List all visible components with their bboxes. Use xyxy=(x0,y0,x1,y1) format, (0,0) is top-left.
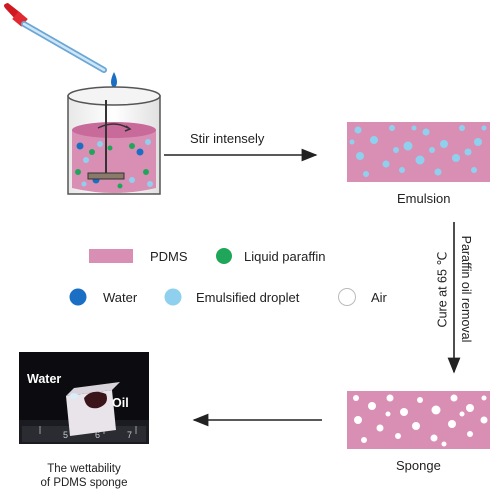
ruler-number: 7 xyxy=(127,430,133,440)
water-drop-icon xyxy=(111,72,117,88)
legend-water-label: Water xyxy=(103,290,138,305)
legend-air-swatch xyxy=(338,288,356,306)
photo-water-label: Water xyxy=(27,372,62,386)
caption-line-1: The wettability xyxy=(47,463,121,475)
step-cure-label: Cure at 65 ℃ xyxy=(435,251,450,328)
legend-paraffin-label: Liquid paraffin xyxy=(244,249,326,264)
legend-emulsified-label: Emulsified droplet xyxy=(196,290,300,305)
legend-emulsified-swatch xyxy=(164,288,182,306)
step-stir-label: Stir intensely xyxy=(190,131,265,146)
step-emulsion-label: Emulsion xyxy=(397,191,451,206)
legend-water-swatch xyxy=(69,288,87,306)
beaker-icon xyxy=(67,86,161,195)
pipette-icon xyxy=(4,3,107,73)
caption-line-2: of PDMS sponge xyxy=(40,477,128,489)
legend-pdms-label: PDMS xyxy=(150,249,188,264)
emulsion-block xyxy=(347,122,490,182)
step-sponge-label: Sponge xyxy=(396,458,441,473)
photo-caption: The wettability of PDMS sponge xyxy=(10,462,158,490)
legend-pdms-swatch xyxy=(89,249,133,263)
legend-air-label: Air xyxy=(371,290,387,305)
photo-oil-label: Oil xyxy=(112,396,129,410)
ruler-number: 6 xyxy=(95,430,101,440)
wettability-photo xyxy=(19,352,149,444)
legend-paraffin-swatch xyxy=(216,248,232,264)
ruler-number: 5 xyxy=(63,430,69,440)
sponge-block xyxy=(347,391,490,449)
step-removal-label: Paraffin oil removal xyxy=(459,235,473,343)
